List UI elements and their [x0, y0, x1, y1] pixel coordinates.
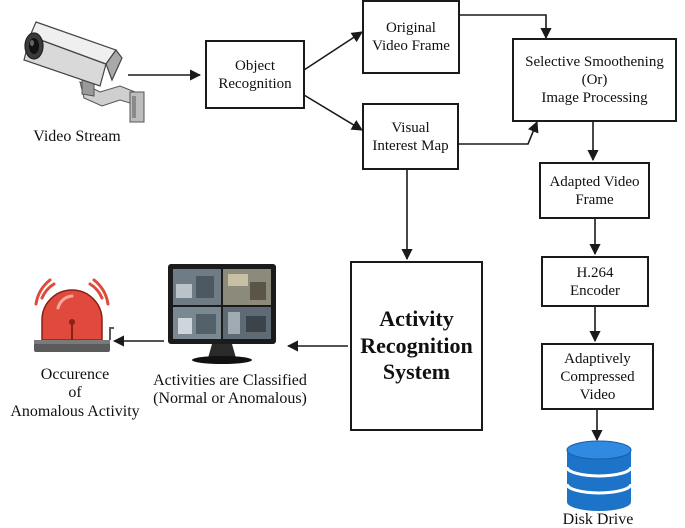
adapted-video-frame-box: Adapted Video Frame	[539, 162, 650, 219]
security-camera-icon	[23, 21, 145, 123]
arrow-object-to-original-frame	[303, 31, 363, 71]
visual-interest-map-label: Visual Interest Map	[372, 119, 449, 154]
arrow-interest-map-to-smoothening	[459, 120, 539, 145]
original-video-frame-box: Original Video Frame	[362, 0, 460, 74]
original-video-frame-label: Original Video Frame	[372, 20, 450, 54]
adaptively-compressed-label: Adaptively Compressed Video	[560, 350, 635, 403]
adapted-video-frame-label: Adapted Video Frame	[549, 173, 640, 208]
disk-drive-label: Disk Drive	[562, 511, 634, 528]
h264-encoder-label: H.264 Encoder	[570, 264, 620, 299]
activities-classified-label: Activities are Classified (Normal or Ano…	[153, 372, 307, 408]
adaptively-compressed-box: Adaptively Compressed Video	[541, 343, 654, 410]
arrow-object-to-interest-map	[303, 94, 363, 131]
selective-smoothening-label: Selective Smoothening (Or) Image Process…	[525, 54, 664, 106]
database-cylinder-icon	[565, 440, 633, 511]
cctv-monitor-icon	[168, 264, 276, 364]
h264-encoder-box: H.264 Encoder	[541, 256, 649, 307]
arrow-original-to-smoothening	[460, 14, 552, 40]
object-recognition-label: Object Recognition	[218, 57, 292, 92]
object-recognition-box: Object Recognition	[205, 40, 305, 109]
selective-smoothening-box: Selective Smoothening (Or) Image Process…	[512, 38, 677, 122]
video-stream-label: Video Stream	[33, 128, 121, 145]
visual-interest-map-box: Visual Interest Map	[362, 103, 459, 170]
activity-recognition-box: Activity Recognition System	[350, 261, 483, 431]
alarm-bell-icon	[34, 278, 114, 352]
anomalous-occurrence-label: Occurence of Anomalous Activity	[10, 366, 140, 420]
activity-recognition-label: Activity Recognition System	[360, 306, 473, 385]
